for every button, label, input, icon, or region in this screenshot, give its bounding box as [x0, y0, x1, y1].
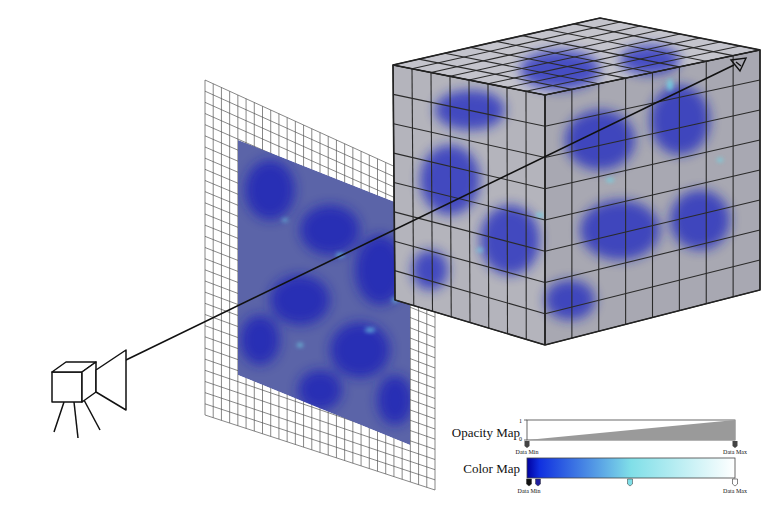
grid-line	[545, 110, 760, 158]
grid-line	[545, 80, 760, 126]
map-title: Opacity Map	[452, 426, 520, 439]
volume-cube	[393, 18, 760, 345]
grid-line	[545, 260, 760, 314]
opacity-map-bar	[524, 420, 738, 448]
grid-line	[394, 153, 545, 189]
range-label: Data Min	[516, 449, 539, 455]
grid-line	[544, 95, 545, 345]
range-label: Data Max	[723, 488, 747, 494]
grid-line	[545, 140, 760, 189]
grid-line	[526, 46, 740, 91]
cube-grid	[393, 18, 760, 345]
grid-line	[395, 241, 546, 282]
axis-tick-label: 1	[519, 418, 522, 424]
range-label: Data Min	[518, 488, 541, 494]
grid-line	[545, 170, 760, 220]
axis-tick-label: 0	[519, 436, 522, 442]
grid-line	[544, 95, 545, 345]
camera-symbol	[52, 350, 126, 438]
color-map-bar	[527, 458, 738, 486]
view-ray	[126, 65, 734, 360]
grid-line	[393, 94, 545, 126]
grid-line	[545, 200, 760, 251]
range-label: Data Max	[723, 449, 747, 455]
grid-line	[545, 230, 760, 283]
grid-line	[394, 183, 545, 221]
grid-line	[394, 124, 546, 158]
eye-symbol	[731, 58, 746, 71]
map-title: Color Map	[463, 462, 520, 475]
grid-line	[394, 212, 545, 251]
